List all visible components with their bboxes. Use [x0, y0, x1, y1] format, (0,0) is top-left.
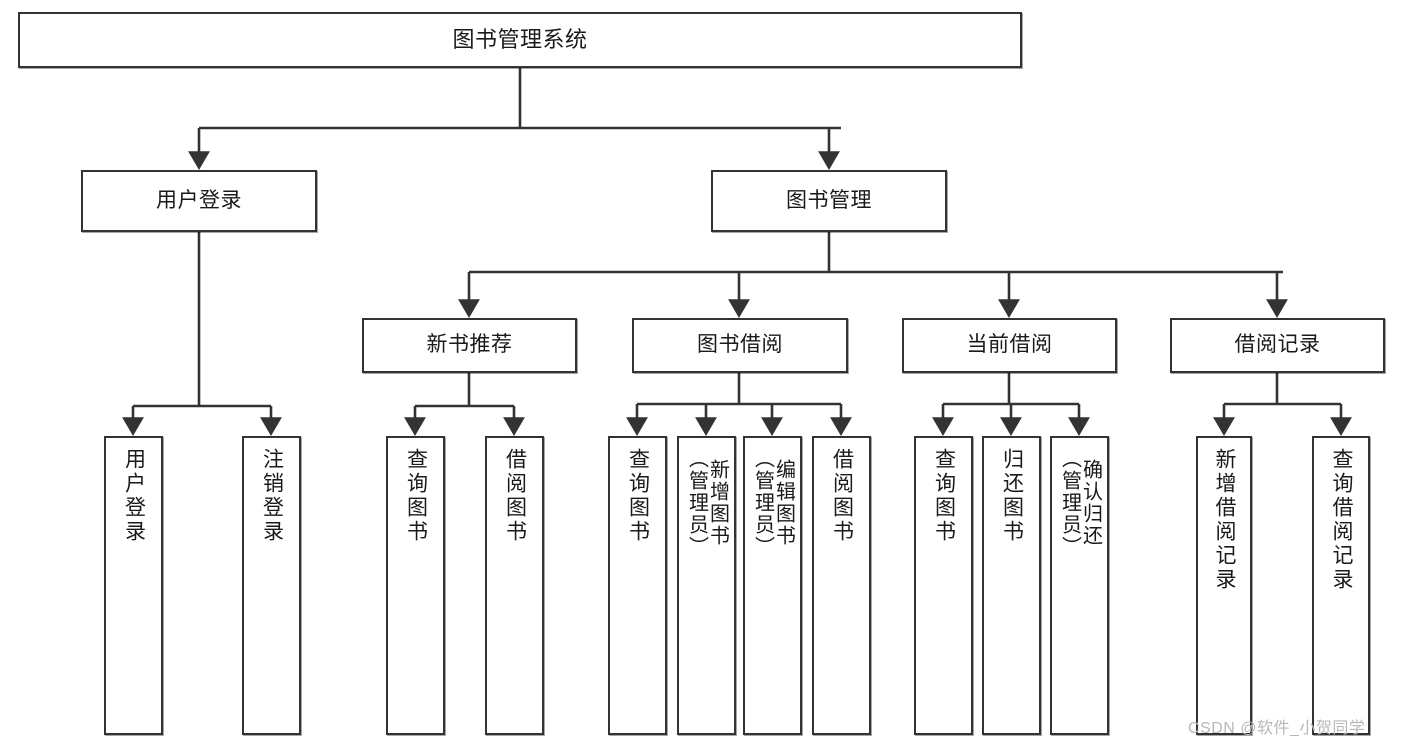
node-book-borrow-label: 图书借阅	[697, 333, 783, 357]
node-leaf-query-book-1[interactable]: 查询图书	[386, 436, 445, 735]
node-user-login[interactable]: 用户登录	[81, 170, 317, 232]
node-leaf-user-login-label: 用户登录	[122, 448, 146, 544]
node-leaf-borrow-book-1[interactable]: 借阅图书	[485, 436, 544, 735]
node-leaf-query-book-1-label: 查询图书	[404, 448, 428, 544]
node-leaf-add-record-label: 新增借阅记录	[1213, 448, 1237, 592]
node-book-borrow[interactable]: 图书借阅	[632, 318, 848, 373]
node-borrow-record[interactable]: 借阅记录	[1170, 318, 1385, 373]
node-book-manage-label: 图书管理	[786, 188, 872, 212]
node-root[interactable]: 图书管理系统	[18, 12, 1022, 68]
node-leaf-borrow-book-1-label: 借阅图书	[503, 448, 527, 544]
node-new-book-rec-label: 新书推荐	[426, 333, 513, 357]
node-leaf-add-book[interactable]: 新增图书 （管理员）	[677, 436, 736, 735]
node-leaf-borrow-book-2-label: 借阅图书	[830, 448, 854, 544]
node-leaf-return-book[interactable]: 归还图书	[982, 436, 1041, 735]
csdn-watermark: CSDN @软件_小贺同学	[1188, 720, 1366, 737]
node-new-book-rec[interactable]: 新书推荐	[362, 318, 577, 373]
node-leaf-logout[interactable]: 注销登录	[242, 436, 301, 735]
node-user-login-label: 用户登录	[156, 188, 242, 212]
node-leaf-query-book-2[interactable]: 查询图书	[608, 436, 667, 735]
node-leaf-query-record[interactable]: 查询借阅记录	[1312, 436, 1370, 735]
node-leaf-confirm-return[interactable]: 确认归还 （管理员）	[1050, 436, 1109, 735]
node-leaf-return-book-label: 归还图书	[1000, 448, 1024, 544]
node-leaf-user-login[interactable]: 用户登录	[104, 436, 163, 735]
node-borrow-record-label: 借阅记录	[1234, 333, 1321, 357]
node-leaf-query-record-label: 查询借阅记录	[1330, 448, 1354, 592]
node-leaf-query-book-2-label: 查询图书	[626, 448, 650, 544]
node-leaf-logout-label: 注销登录	[260, 448, 284, 544]
node-leaf-add-book-label: 新增图书 （管理员）	[685, 448, 729, 558]
node-leaf-edit-book-label: 编辑图书 （管理员）	[751, 448, 795, 558]
node-leaf-query-book-3[interactable]: 查询图书	[914, 436, 973, 735]
node-leaf-add-record[interactable]: 新增借阅记录	[1196, 436, 1252, 735]
node-leaf-edit-book[interactable]: 编辑图书 （管理员）	[743, 436, 802, 735]
node-book-manage[interactable]: 图书管理	[711, 170, 947, 232]
node-leaf-borrow-book-2[interactable]: 借阅图书	[812, 436, 871, 735]
node-current-borrow[interactable]: 当前借阅	[902, 318, 1117, 373]
node-current-borrow-label: 当前借阅	[966, 333, 1053, 357]
node-leaf-query-book-3-label: 查询图书	[932, 448, 956, 544]
node-leaf-confirm-return-label: 确认归还 （管理员）	[1058, 448, 1102, 558]
node-root-label: 图书管理系统	[452, 27, 588, 53]
